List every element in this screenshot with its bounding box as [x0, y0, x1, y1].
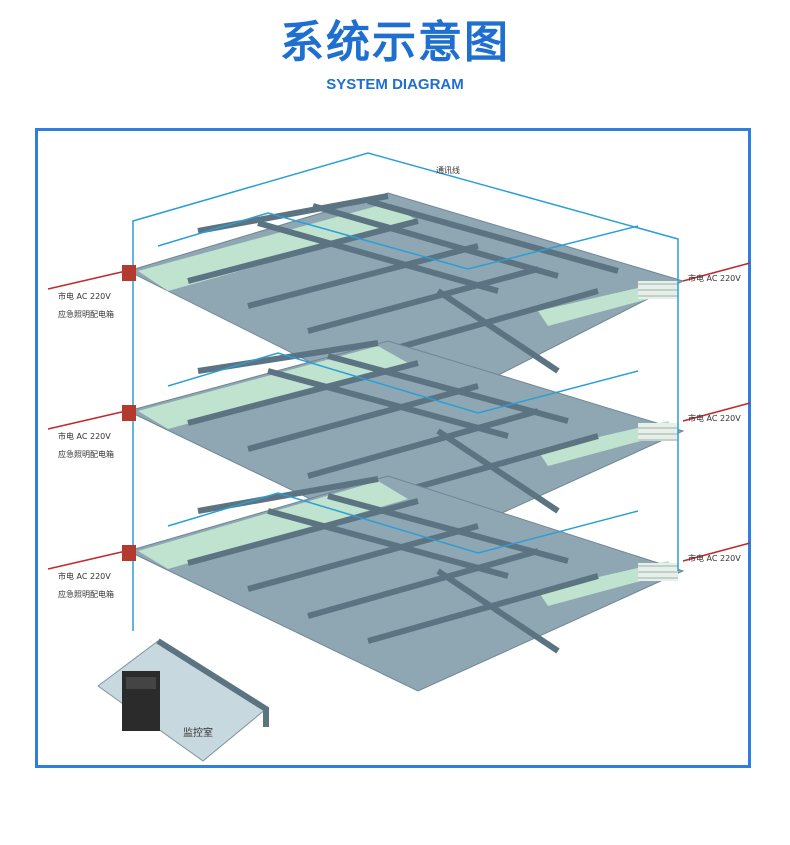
mains-label-right-floor-1: 市电 AC 220V [688, 553, 741, 563]
comm-line-label: 通讯线 [436, 165, 460, 175]
floor-1-stairs [638, 563, 678, 581]
page-title: 系统示意图 [280, 17, 510, 68]
emergency-box-label-floor-3: 应急照明配电箱 [58, 309, 114, 319]
comm-wiring [132, 152, 679, 631]
system-diagram: 通讯线 市电 AC 220V 应急照明配电箱 市电 AC 220V 应急照明配电… [47, 152, 751, 762]
control-room-label: 监控室 [183, 726, 213, 739]
floor-2 [126, 340, 685, 552]
mains-label-right-floor-2: 市电 AC 220V [688, 413, 741, 423]
distribution-box-floor-3 [122, 265, 136, 281]
floor-2-corridor [138, 346, 408, 429]
page-subtitle: SYSTEM DIAGRAM [326, 76, 464, 93]
mains-label-floor-3: 市电 AC 220V [58, 291, 111, 301]
mains-label-floor-1: 市电 AC 220V [58, 571, 111, 581]
floor-3-walls [187, 193, 619, 374]
floor-1-corridor [138, 481, 408, 569]
floor-3-corridor [138, 203, 418, 291]
floor-1-walls [187, 476, 599, 654]
mains-wiring [47, 262, 751, 570]
diagram-frame: 通讯线 市电 AC 220V 应急照明配电箱 市电 AC 220V 应急照明配电… [35, 128, 751, 768]
emergency-box-label-floor-1: 应急照明配电箱 [58, 589, 114, 599]
distribution-box-floor-2 [122, 405, 136, 421]
distribution-box-floor-1 [122, 545, 136, 561]
mains-label-right-floor-3: 市电 AC 220V [688, 273, 741, 283]
floor-3 [126, 192, 685, 417]
floor-3-stairs [638, 281, 678, 299]
control-room: 监控室 [97, 638, 269, 762]
floor-1 [126, 475, 685, 692]
mains-label-floor-2: 市电 AC 220V [58, 431, 111, 441]
floor-2-stairs [638, 423, 678, 441]
emergency-box-label-floor-2: 应急照明配电箱 [58, 449, 114, 459]
